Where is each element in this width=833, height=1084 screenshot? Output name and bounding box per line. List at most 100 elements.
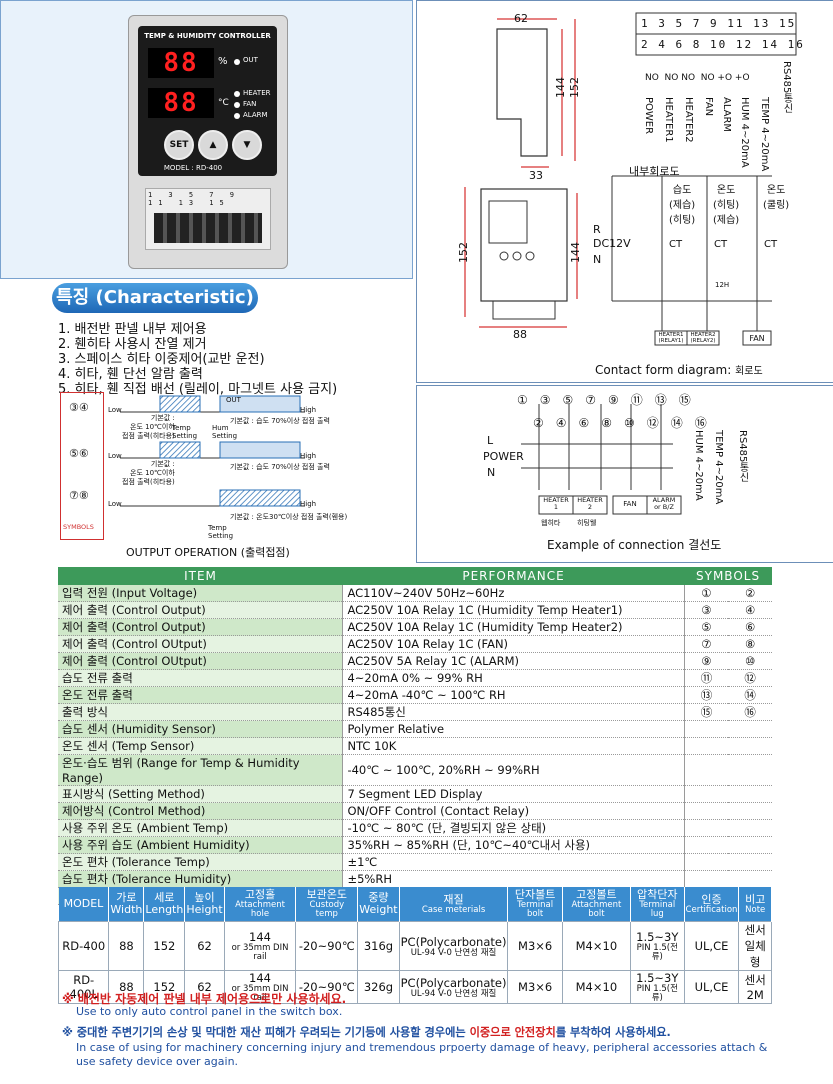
spec-performance-cell: 7 Segment LED Display bbox=[342, 785, 685, 803]
spec-symbol-cell bbox=[728, 819, 772, 837]
dim-front-width: 88 bbox=[513, 328, 527, 341]
low-label-3: Low bbox=[108, 500, 122, 508]
model-cell-text: 316g bbox=[363, 939, 394, 953]
spec-symbol-cell bbox=[684, 802, 729, 820]
model-cell-text: or 35mm DIN rail bbox=[231, 984, 289, 1003]
model-header-kr: 고정홀 bbox=[244, 888, 276, 901]
model-cell-text: UL,CE bbox=[694, 980, 729, 994]
note-2-en: In case of using for machinery concernin… bbox=[76, 1041, 768, 1068]
row1-temp-setting: Temp Setting bbox=[172, 424, 198, 440]
terminal-top-row: 1 3 5 7 9 11 13 15 bbox=[641, 17, 797, 30]
connection-drawing bbox=[521, 404, 682, 515]
spec-symbol-cell: ⑭ bbox=[728, 686, 772, 704]
controller-faceplate: TEMP & HUMIDITY CONTROLLER 88 % OUT 88 °… bbox=[138, 26, 277, 176]
set-button[interactable]: SET bbox=[164, 130, 194, 160]
spec-row: 온도·습도 범위 (Range for Temp & Humidity Rang… bbox=[58, 754, 772, 786]
model-header-en: Width bbox=[110, 903, 143, 916]
spec-row: 제어 출력 (Control OUtput)AC250V 10A Relay 1… bbox=[58, 635, 772, 653]
spec-symbol-cell: ⑩ bbox=[728, 652, 772, 670]
spec-item-cell: 출력 방식 bbox=[58, 703, 344, 721]
model-cell: RD-400 bbox=[57, 921, 110, 971]
spec-symbol-cell bbox=[728, 737, 772, 755]
spec-row: 표시방식 (Setting Method)7 Segment LED Displ… bbox=[58, 785, 772, 803]
spec-row: 습도 센서 (Humidity Sensor)Polymer Relative bbox=[58, 720, 772, 738]
row1-hum-setting: Hum Setting bbox=[212, 424, 238, 440]
spec-item-cell: 표시방식 (Setting Method) bbox=[58, 785, 344, 803]
spec-symbol-cell bbox=[684, 870, 729, 888]
spec-item-cell: 제어 출력 (Control Output) bbox=[58, 618, 344, 636]
note-1-kr: ※ 배전반 자동제어 판넬 내부 제어용으로만 사용하세요. bbox=[62, 992, 347, 1006]
connection-caption: Example of connection 결선도 bbox=[547, 538, 722, 552]
dimension-drawing bbox=[464, 12, 797, 346]
model-cell-text: 일체형 bbox=[744, 939, 766, 969]
model-header-kr: 높이 bbox=[194, 891, 215, 904]
model-cell-text: M3×6 bbox=[518, 980, 553, 994]
high-label-1: High bbox=[300, 406, 317, 414]
spec-table-body: 입력 전원 (Input Voltage)AC110V~240V 50Hz~60… bbox=[58, 585, 772, 905]
fan-label: FAN bbox=[243, 100, 257, 108]
model-cell-text: RD-400 bbox=[62, 939, 106, 953]
h12-label: 12H bbox=[715, 281, 730, 289]
spec-symbol-cell: ⑧ bbox=[728, 635, 772, 653]
output-operation-graph bbox=[120, 395, 305, 507]
model-cell-text: PC(Polycarbonate) bbox=[400, 934, 507, 949]
output-operation-caption: OUTPUT OPERATION (출력접점) bbox=[126, 546, 290, 559]
model-cell-text: 88 bbox=[119, 980, 134, 994]
model-cell-text: 88 bbox=[119, 939, 134, 953]
connection-fan-box: FAN bbox=[623, 500, 637, 508]
row1-right-note: 기본값 : 습도 70%이상 접점 출력 bbox=[230, 417, 330, 425]
heater-label: HEATER bbox=[243, 89, 271, 97]
spec-performance-cell: -40℃ ~ 100℃, 20%RH ~ 99%RH bbox=[342, 754, 685, 786]
spec-header-item: ITEM bbox=[58, 567, 343, 585]
spec-performance-cell: Polymer Relative bbox=[342, 720, 685, 738]
spec-symbol-cell: ⑪ bbox=[684, 669, 729, 687]
relay1-box: HEATER1 (RELAY1) bbox=[658, 332, 684, 344]
model-header-kr: 단자볼트 bbox=[514, 888, 556, 901]
spec-row: 온도 편차 (Tolerance Temp)±1℃ bbox=[58, 853, 772, 871]
heater1-vertical-label: HEATER1 bbox=[663, 97, 674, 143]
row2-left-note: 기본값 : 온도 10℃이하 접점 출력(히타용) bbox=[122, 460, 175, 486]
model-cell: 88 bbox=[108, 921, 145, 971]
out-indicator-icon bbox=[234, 59, 240, 65]
temperature-display: 88 bbox=[148, 88, 214, 118]
spec-symbol-cell bbox=[684, 853, 729, 871]
spec-symbol-cell bbox=[684, 737, 729, 755]
model-cell-text: 1.5~3Y bbox=[636, 971, 679, 985]
spec-symbol-cell: ⑥ bbox=[728, 618, 772, 636]
contact-caption: Contact form diagram: 회로도 bbox=[595, 363, 763, 377]
dc12v-label: DC12V bbox=[593, 237, 631, 250]
spec-symbol-cell: ⑯ bbox=[728, 703, 772, 721]
out-label-1: OUT bbox=[226, 396, 241, 404]
dim-side-width: 62 bbox=[514, 12, 528, 25]
heater2-vertical-label: HEATER2 bbox=[683, 97, 694, 143]
model-header-kr: 비고 bbox=[745, 892, 766, 906]
rs485-vertical-label: RS485통신 bbox=[781, 61, 792, 114]
model-header-cell: MODEL bbox=[58, 887, 110, 922]
connection-top-numbers: ①③⑤⑦⑨⑪⑬⑮ bbox=[517, 393, 703, 407]
terminal-no-labels: NO NO NO NO +O +O bbox=[645, 73, 750, 83]
connection-temp-label: TEMP 4~20mA bbox=[713, 430, 724, 505]
model-cell-text: 2M bbox=[746, 988, 764, 1002]
down-button[interactable]: ▼ bbox=[232, 130, 262, 160]
high-label-3: High bbox=[300, 500, 317, 508]
n-label: N bbox=[593, 253, 602, 266]
up-button[interactable]: ▲ bbox=[198, 130, 228, 160]
dim-side-inner: 144 bbox=[554, 77, 567, 98]
note-2-kr: ※ 중대한 주변기기의 손상 및 막대한 재산 피해가 우려되는 기기등에 사용… bbox=[62, 1026, 671, 1039]
model-cell-text: M3×6 bbox=[518, 939, 553, 953]
model-cell: 152 bbox=[143, 970, 186, 1004]
spec-item-cell: 습도 센서 (Humidity Sensor) bbox=[58, 720, 344, 738]
symbol-row-3: ⑦⑧ bbox=[69, 489, 89, 502]
model-cell-text: RD-400L bbox=[69, 973, 98, 1001]
spec-symbol-cell: ④ bbox=[728, 601, 772, 619]
symbol-row-1: ③④ bbox=[69, 401, 89, 414]
